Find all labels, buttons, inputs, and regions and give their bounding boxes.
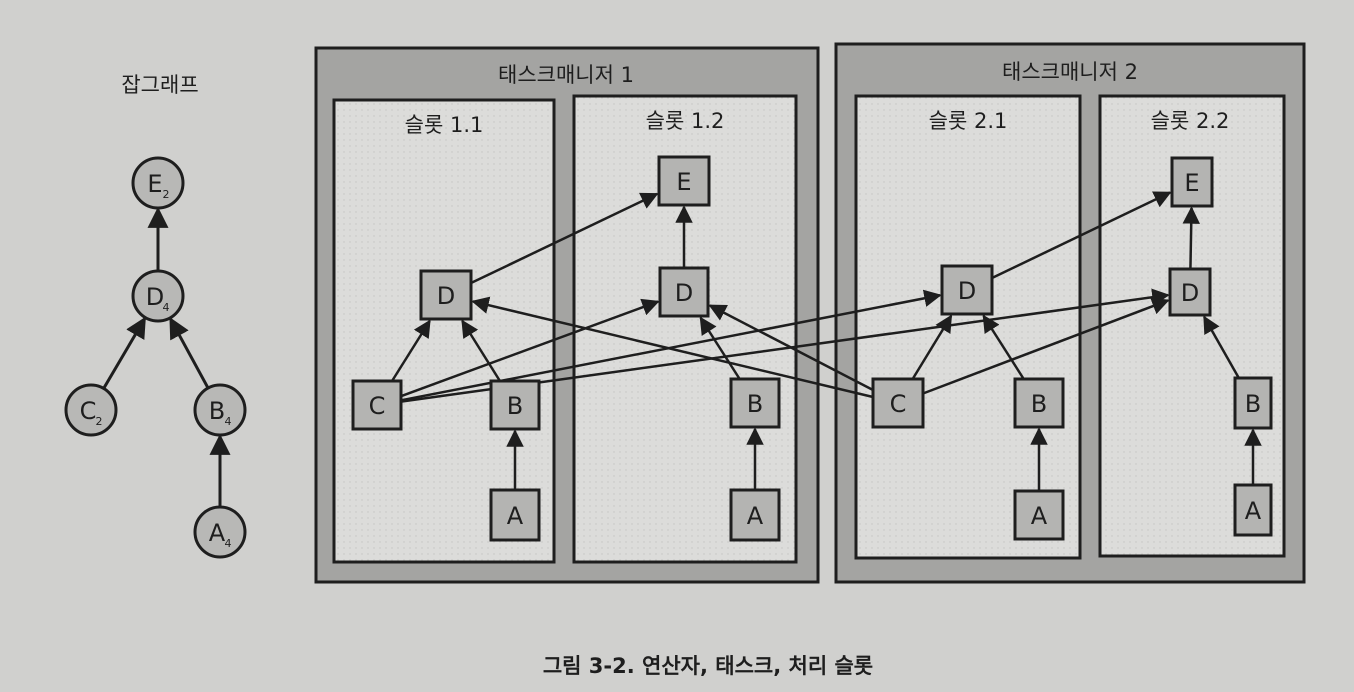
task-s21-b-box xyxy=(1013,377,1065,429)
task-s12-a-label: A xyxy=(747,502,764,530)
task-s21-a-label: A xyxy=(1031,502,1048,530)
task-s22-a-label: A xyxy=(1245,497,1262,525)
task-s12-b-box xyxy=(729,377,781,429)
job-graph-node-e: E 2 xyxy=(131,156,185,210)
task-manager-1-title: 태스크매니저 1 xyxy=(498,63,634,87)
task-s22-d-label: D xyxy=(1181,279,1199,307)
job-graph-node-c-parallelism: 2 xyxy=(96,415,103,428)
task-edge-s21-d-to-s22-e xyxy=(991,191,1172,280)
task-s11-c-box xyxy=(351,379,403,431)
task-s21-b-label: B xyxy=(1031,390,1047,418)
task-s21-c-label: C xyxy=(890,390,907,418)
task-edge-s21-b-to-s21-d xyxy=(982,314,1025,380)
task-edge-s22-b-to-s22-d xyxy=(1203,315,1240,379)
job-graph-node-e-parallelism: 2 xyxy=(163,188,170,201)
task-s22-e: E xyxy=(1170,156,1214,208)
task-edge-s21-c-to-s11-d xyxy=(471,296,874,399)
task-s11-d-box xyxy=(419,269,473,321)
task-s22-a-box xyxy=(1233,483,1273,537)
task-s11-b-label: B xyxy=(507,392,523,420)
slot-1-1-box xyxy=(332,98,556,564)
task-s22-d: D xyxy=(1168,267,1212,317)
task-s21-b: B xyxy=(1013,377,1065,429)
task-s11-a-box xyxy=(489,488,541,542)
job-graph-node-d-letter: D xyxy=(146,283,164,311)
task-s12-d: D xyxy=(658,266,710,318)
task-s11-d-label: D xyxy=(437,282,455,310)
task-s21-c: C xyxy=(871,377,925,429)
task-s22-b: B xyxy=(1233,376,1273,430)
job-graph-node-d: D 4 xyxy=(131,269,185,323)
task-s11-b: B xyxy=(489,379,541,431)
task-s22-e-box xyxy=(1170,156,1214,208)
task-s21-d-label: D xyxy=(958,277,976,305)
task-s12-b: B xyxy=(729,377,781,429)
task-s12-d-box xyxy=(658,266,710,318)
task-s22-a: A xyxy=(1233,483,1273,537)
slot-1-2-title: 슬롯 1.2 xyxy=(646,109,725,133)
slot-1-1: 슬롯 1.1 xyxy=(332,98,556,564)
job-graph-node-c-letter: C xyxy=(80,397,97,425)
task-edge-s11-b-to-s11-d xyxy=(461,319,502,382)
task-s22-b-label: B xyxy=(1245,390,1261,418)
task-s11-c: C xyxy=(351,379,403,431)
task-edge-s21-c-to-s12-d xyxy=(708,304,874,392)
slot-2-1-title: 슬롯 2.1 xyxy=(929,109,1008,133)
task-s12-e-box xyxy=(657,155,711,207)
job-graph-node-d-parallelism: 4 xyxy=(163,301,170,314)
task-s12-e-label: E xyxy=(676,168,691,196)
task-s21-c-box xyxy=(871,377,925,429)
task-s12-e: E xyxy=(657,155,711,207)
task-s21-a: A xyxy=(1013,489,1065,541)
task-edge-s11-d-to-s12-e xyxy=(470,192,659,285)
task-s11-a: A xyxy=(489,488,541,542)
task-s22-d-box xyxy=(1168,267,1212,317)
task-s21-d: D xyxy=(940,264,994,316)
job-graph-edge-c-d xyxy=(102,316,147,390)
task-s12-a: A xyxy=(729,488,781,542)
task-s22-e-label: E xyxy=(1184,169,1199,197)
figure-caption: 그림 3-2. 연산자, 태스크, 처리 슬롯 xyxy=(543,654,873,678)
job-graph-node-b-letter: B xyxy=(209,397,225,425)
slot-1-1-title: 슬롯 1.1 xyxy=(405,113,484,137)
job-graph-node-c: C 2 xyxy=(64,383,118,437)
task-manager-2-title: 태스크매니저 2 xyxy=(1002,60,1138,84)
task-s11-a-label: A xyxy=(507,502,524,530)
task-s12-a-box xyxy=(729,488,781,542)
task-edge-s11-c-to-s11-d xyxy=(390,319,431,382)
task-edge-s21-c-to-s22-d xyxy=(922,297,1170,395)
task-s11-d: D xyxy=(419,269,473,321)
task-edge-s22-d-to-s22-e xyxy=(1182,206,1200,270)
task-edge-s21-c-to-s21-d xyxy=(911,314,953,380)
job-graph-node-a-parallelism: 4 xyxy=(225,537,232,550)
job-graph-edges xyxy=(102,206,231,507)
task-s21-a-box xyxy=(1013,489,1065,541)
job-graph-title: 잡그래프 xyxy=(121,73,198,97)
task-s11-c-label: C xyxy=(369,392,386,420)
task-edge-s11-c-to-s12-d xyxy=(400,298,660,398)
task-s22-b-box xyxy=(1233,376,1273,430)
job-graph-node-a: A 4 xyxy=(193,505,247,559)
slot-2-2-title: 슬롯 2.2 xyxy=(1151,109,1230,133)
task-s12-d-label: D xyxy=(675,279,693,307)
job-graph-edge-b-d xyxy=(169,316,210,389)
job-graph-node-e-letter: E xyxy=(147,170,162,198)
task-boxes: D C B A E D B A D C B A E D B A xyxy=(351,155,1273,542)
task-s11-b-box xyxy=(489,379,541,431)
slot-2-1-box xyxy=(854,94,1082,560)
slot-2-1: 슬롯 2.1 xyxy=(854,94,1082,560)
task-edge-s12-b-to-s12-d xyxy=(699,316,741,380)
task-s12-b-label: B xyxy=(747,390,763,418)
job-graph-node-b-parallelism: 4 xyxy=(225,415,232,428)
job-graph: 잡그래프 E 2 D 4 C 2 B 4 A 4 xyxy=(64,73,247,559)
task-s21-d-box xyxy=(940,264,994,316)
job-graph-node-b: B 4 xyxy=(193,383,247,437)
job-graph-node-a-letter: A xyxy=(209,519,226,547)
